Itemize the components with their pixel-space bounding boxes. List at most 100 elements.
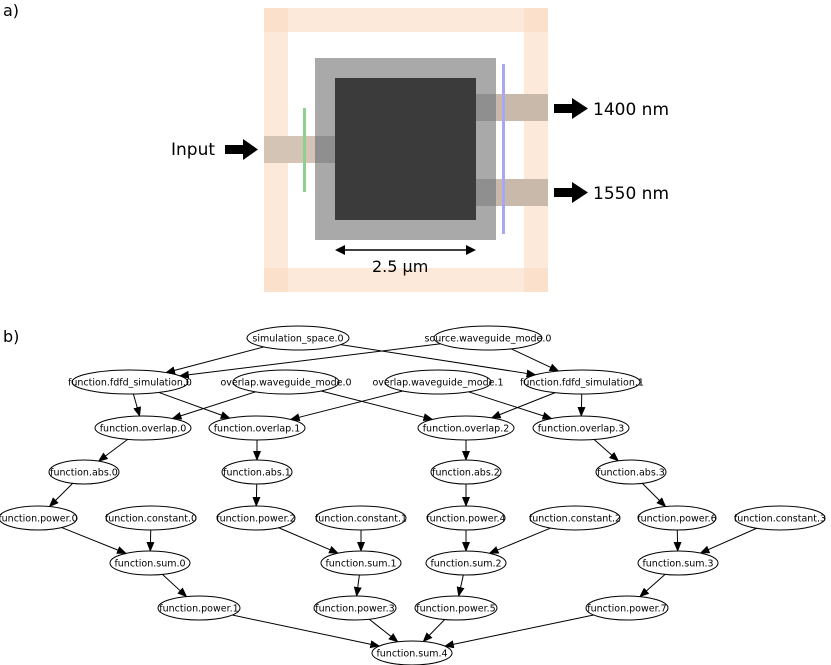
output-waveguide-overlay-2: [476, 179, 496, 206]
edge-pow1-to-sum4: [232, 614, 381, 649]
node-ellipse: [105, 505, 197, 531]
graph-node: function.power.3: [313, 595, 397, 621]
node-label: function.power.5: [416, 604, 495, 615]
node-ellipse: [320, 550, 402, 576]
node-ellipse: [529, 505, 621, 531]
node-ellipse: [532, 415, 630, 441]
node-ellipse: [433, 325, 543, 351]
edge-pow7-to-sum4: [443, 614, 594, 649]
node-label: function.power.7: [587, 604, 666, 615]
node-label: function.sum.4: [376, 649, 447, 660]
node-ellipse: [109, 550, 191, 576]
edge-ovmode1-to-ov3: [468, 391, 553, 420]
node-label: overlap.waveguide_mode.1: [372, 378, 503, 389]
node-ellipse: [384, 369, 492, 395]
output-1-label: 1400 nm: [593, 100, 669, 120]
node-ellipse: [48, 459, 120, 485]
node-ellipse: [426, 505, 506, 531]
edge-const2-to-sum2: [488, 527, 551, 554]
graph-node: overlap.waveguide_mode.1: [372, 369, 504, 395]
pml-right: [524, 8, 548, 292]
node-ellipse: [221, 459, 293, 485]
edge-pow5-to-sum4: [422, 619, 446, 643]
node-label: function.overlap.1: [214, 424, 301, 435]
node-ellipse: [232, 369, 340, 395]
node-label: function.sum.3: [642, 559, 713, 570]
edge-ov0-to-abs0: [97, 438, 129, 462]
edge-fdfd1-to-ov2: [490, 392, 556, 419]
graph-node: source.waveguide_mode.0: [425, 325, 552, 351]
graph-node: function.sum.1: [320, 550, 402, 576]
graph-node: function.overlap.2: [417, 415, 515, 441]
node-ellipse: [157, 595, 241, 621]
edge-pow3-to-sum4: [368, 618, 399, 643]
edge-const3-to-sum3: [699, 527, 757, 554]
edge-sim_space-to-fdfd0: [164, 346, 265, 375]
pml-corner-tr: [524, 8, 548, 32]
node-ellipse: [637, 550, 719, 576]
edge-fdfd0-to-ov0: [132, 393, 142, 417]
node-label: function.power.3: [315, 604, 394, 615]
node-label: function.constant.0: [105, 514, 197, 525]
node-label: function.constant.2: [529, 514, 621, 525]
output-arrow-2: [554, 182, 588, 203]
node-label: source.waveguide_mode.0: [425, 334, 552, 345]
edge-sum3-to-pow7: [639, 573, 666, 598]
node-label: function.fdfd_simulation.0: [68, 378, 192, 389]
pml-frame: [264, 8, 548, 292]
graph-node: function.power.7: [585, 595, 669, 621]
scale-bar: [335, 245, 476, 255]
graph-node: function.power.1: [157, 595, 241, 621]
edge-sim_space-to-fdfd1: [340, 344, 537, 378]
node-ellipse: [595, 459, 667, 485]
node-label: function.sum.0: [114, 559, 185, 570]
node-ellipse: [523, 369, 641, 395]
graph-node: function.power.5: [414, 595, 498, 621]
graph-node: function.abs.2: [430, 459, 502, 485]
node-label: function.power.2: [216, 514, 295, 525]
graph-node: function.abs.3: [595, 459, 667, 485]
node-label: overlap.waveguide_mode.0: [220, 378, 351, 389]
edge-sum0-to-pow1: [162, 574, 188, 598]
node-ellipse: [315, 505, 407, 531]
node-label: function.sum.2: [430, 559, 501, 570]
input-label: Input: [171, 140, 215, 160]
graph-node: function.sum.4: [371, 640, 453, 665]
node-ellipse: [425, 550, 507, 576]
panel-a: a) Input 1400 nm 1550: [3, 1, 669, 292]
graph-node: function.constant.3: [734, 505, 826, 531]
edge-abs0-to-pow0: [48, 482, 74, 508]
node-ellipse: [0, 505, 78, 531]
edge-src_mode-to-fdfd1: [510, 348, 560, 372]
node-label: function.overlap.0: [100, 424, 187, 435]
pml-bottom: [264, 268, 548, 292]
node-label: function.power.0: [0, 514, 78, 525]
node-label: function.overlap.2: [423, 424, 510, 435]
edge-ov3-to-abs3: [593, 439, 620, 462]
node-label: function.constant.1: [315, 514, 407, 525]
node-ellipse: [371, 640, 453, 665]
edge-sum2-to-pow5: [456, 574, 465, 598]
edge-abs3-to-pow6: [641, 482, 667, 508]
node-label: function.abs.3: [597, 468, 665, 479]
node-ellipse: [585, 595, 669, 621]
graph-node: function.constant.1: [315, 505, 407, 531]
source-line: [303, 108, 306, 192]
monitor-line: [502, 64, 505, 234]
panel-a-label: a): [3, 1, 19, 20]
graph-node: function.sum.0: [109, 550, 191, 576]
graph-node: function.overlap.1: [208, 415, 306, 441]
edge-ovmode1-to-ov1: [289, 390, 403, 422]
node-label: function.abs.2: [432, 468, 500, 479]
graph-node: function.power.0: [0, 505, 78, 531]
edge-src_mode-to-fdfd0: [178, 343, 441, 379]
node-ellipse: [414, 595, 498, 621]
node-label: function.abs.0: [50, 468, 118, 479]
node-ellipse: [71, 369, 189, 395]
input-waveguide-overlay: [315, 136, 337, 163]
graph-node: function.power.6: [637, 505, 717, 531]
node-label: function.power.1: [159, 604, 238, 615]
graph-node: function.fdfd_simulation.1: [520, 369, 644, 395]
